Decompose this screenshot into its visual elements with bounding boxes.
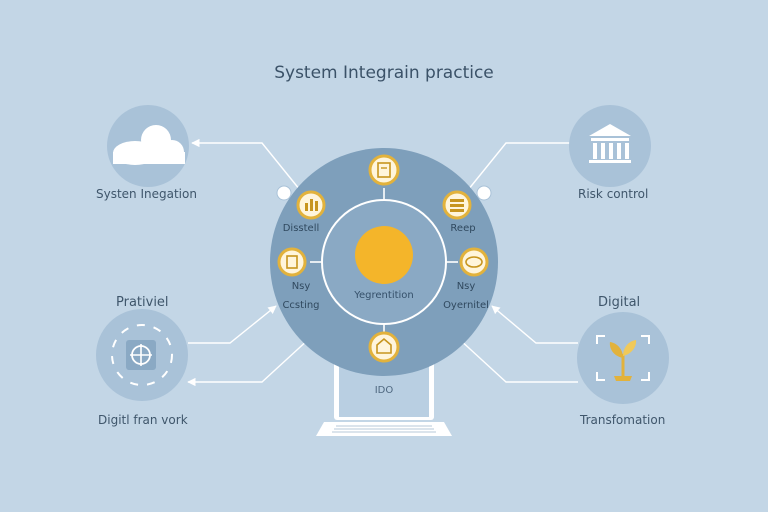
node-heading-bottom-right: Digital	[598, 295, 641, 310]
node-bottom-right	[577, 312, 669, 404]
dot-right	[476, 185, 492, 201]
node-label-bottom-left: Digitl fran vork	[98, 413, 188, 427]
sun-core	[355, 226, 413, 284]
page-title: System Integrain practice	[274, 63, 494, 83]
clipboard-icon	[368, 154, 400, 186]
house-icon	[368, 331, 400, 363]
connector-bottom-right-upper	[491, 305, 578, 344]
connector-bottom-right-lower	[457, 337, 578, 383]
connector-lines	[187, 138, 578, 387]
crosshair-icon	[126, 340, 156, 370]
connector-top-left	[191, 138, 301, 191]
capsule-icon	[459, 247, 489, 277]
wheel-label-right-lower-1: Nsy	[456, 281, 476, 292]
node-label-top-right: Risk control	[578, 187, 649, 201]
wheel-label-right-lower-2: Oyernitel	[443, 300, 489, 311]
node-top-right	[569, 105, 651, 187]
connector-bottom-left-lower	[187, 337, 311, 387]
node-label-top-left: Systen Inegation	[96, 187, 197, 201]
wheel-label-left-lower-1: Nsy	[291, 281, 311, 292]
wheel-icons	[277, 154, 489, 363]
node-label-bottom-right: Transfomation	[580, 413, 666, 427]
connector-bottom-left-upper	[188, 305, 277, 344]
cloud-icon	[113, 125, 185, 165]
wheel-label-left-upper: Disstell	[282, 223, 320, 234]
dot-left	[276, 185, 292, 201]
integration-wheel	[270, 148, 498, 376]
chart-bars-icon	[296, 190, 326, 220]
stack-icon	[442, 190, 472, 220]
bank-icon	[589, 124, 631, 163]
center-label: Yegrentition	[354, 290, 414, 301]
wheel-label-left-lower-2: Ccsting	[282, 300, 320, 311]
connector-top-right	[467, 142, 572, 191]
node-bottom-left	[96, 309, 188, 401]
bottle-icon	[277, 247, 307, 277]
wheel-label-right-upper: Reep	[450, 223, 476, 234]
node-top-left	[107, 105, 189, 187]
node-heading-bottom-left: Prativiel	[116, 295, 169, 310]
sprout-icon	[609, 340, 637, 381]
laptop-screen-label: IDO	[374, 385, 394, 396]
